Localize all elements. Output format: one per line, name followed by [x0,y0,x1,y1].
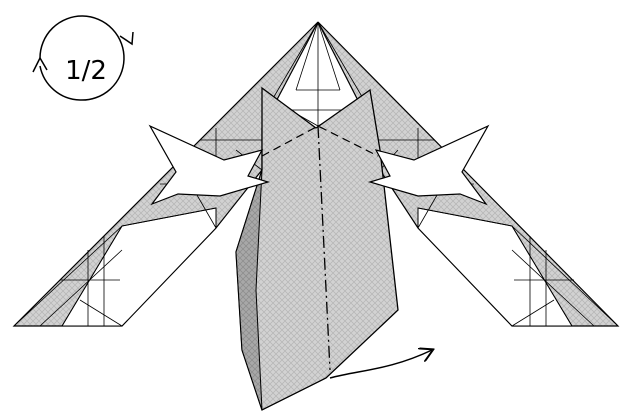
rotation-label: 1/2 [65,56,107,86]
rotation-indicator: 1/2 [33,16,133,100]
